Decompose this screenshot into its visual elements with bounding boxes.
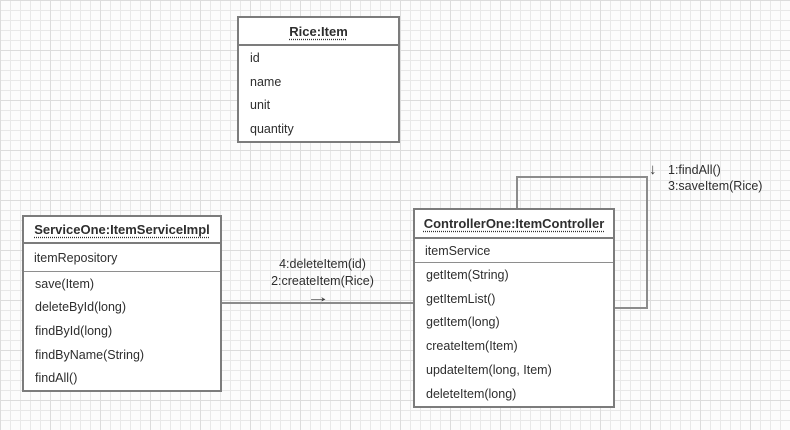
method-get-item-long: getItem(long) xyxy=(426,315,500,330)
method-find-by-id: findById(long) xyxy=(35,323,113,338)
uml-object-service-one[interactable]: ServiceOne:ItemServiceImpl itemRepositor… xyxy=(22,215,222,392)
arrow-down-icon: ↓ xyxy=(649,161,657,178)
message-labels-service-controller[interactable]: 4:deleteItem(id) 2:createItem(Rice) xyxy=(240,256,405,290)
method-find-by-name: findByName(String) xyxy=(35,347,145,362)
method-find-all: findAll() xyxy=(35,371,78,386)
rice-item-fields: id name unit quantity xyxy=(239,46,398,141)
method-save: save(Item) xyxy=(35,276,95,291)
rice-item-title: Rice:Item xyxy=(239,18,398,46)
message-label-find-all: 1:findAll() xyxy=(668,163,721,177)
attribute-item-repository: itemRepository xyxy=(24,244,220,272)
field-quantity: quantity xyxy=(250,121,294,136)
message-label-delete-item: 4:deleteItem(id) xyxy=(279,257,366,271)
field-id: id xyxy=(250,50,260,65)
method-delete-item: deleteItem(long) xyxy=(426,386,517,401)
field-unit: unit xyxy=(250,98,271,113)
service-one-title: ServiceOne:ItemServiceImpl xyxy=(24,217,220,244)
uml-object-controller-one[interactable]: ControllerOne:ItemController itemService… xyxy=(413,208,615,408)
controller-self-loop-connector[interactable] xyxy=(516,176,648,309)
method-create-item: createItem(Item) xyxy=(426,339,518,354)
message-label-save-item: 3:saveItem(Rice) xyxy=(668,179,763,193)
service-one-methods: save(Item) deleteById(long) findById(lon… xyxy=(24,272,220,390)
controller-one-title: ControllerOne:ItemController xyxy=(415,210,613,239)
method-get-item-string: getItem(String) xyxy=(426,267,509,282)
arrow-right-icon: → xyxy=(306,289,330,306)
message-labels-controller-loop[interactable]: 1:findAll() 3:saveItem(Rice) xyxy=(668,162,762,194)
controller-one-methods: getItem(String) getItemList() getItem(lo… xyxy=(415,263,613,406)
uml-object-rice-item[interactable]: Rice:Item id name unit quantity xyxy=(237,16,400,143)
method-get-item-list: getItemList() xyxy=(426,291,496,306)
method-delete-by-id: deleteById(long) xyxy=(35,300,127,315)
message-label-create-item: 2:createItem(Rice) xyxy=(271,274,374,288)
method-update-item: updateItem(long, Item) xyxy=(426,363,552,378)
field-name: name xyxy=(250,74,282,89)
attribute-item-service: itemService xyxy=(415,239,613,263)
